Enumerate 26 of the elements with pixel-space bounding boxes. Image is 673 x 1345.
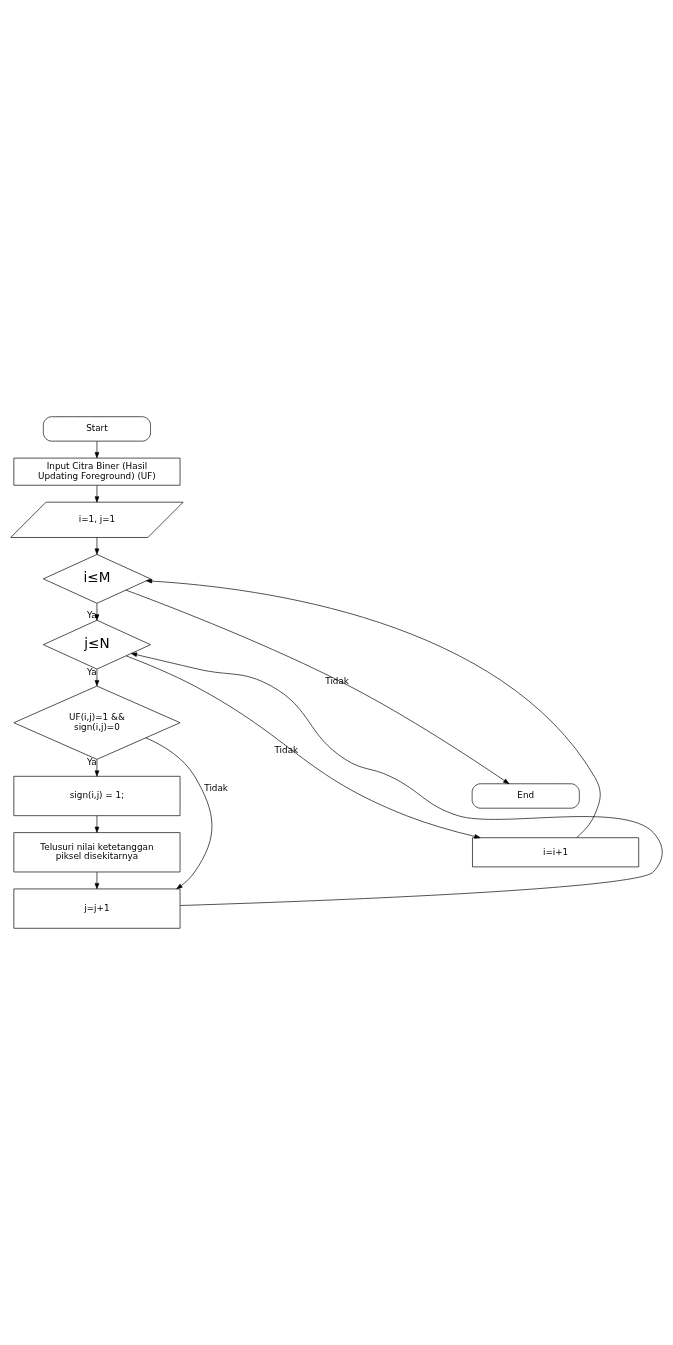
arrow (145, 737, 213, 890)
edge-label: Ya (87, 667, 97, 678)
node-box: Input Citra Biner (Hasil Updating Foreground) (UF) (13, 457, 181, 486)
edge-label: Ya (87, 757, 97, 768)
node-box: Start (43, 416, 151, 442)
node-box: Telusuri nilai ketetanggan piksel disekitarnya (13, 832, 181, 873)
node-box: i=i+1 (472, 837, 640, 868)
arrow (94, 871, 100, 890)
arrow (94, 603, 100, 621)
arrow (125, 589, 510, 785)
edge-label: Tidak (274, 744, 299, 755)
node-box: j=j+1 (13, 888, 181, 929)
arrow (94, 485, 100, 503)
edge-label: Tidak (325, 675, 349, 686)
arrow (94, 668, 100, 687)
arrow (94, 815, 100, 833)
node-box: sign(i,j) = 1; (13, 775, 181, 816)
arrow (125, 655, 481, 839)
arrow (94, 759, 100, 777)
arrow (94, 441, 100, 459)
node-box: End (471, 783, 580, 809)
edge-label: Tidak (204, 783, 228, 794)
arrow (146, 578, 601, 838)
arrow (94, 537, 100, 555)
edge-label: Ya (87, 610, 97, 621)
arrow (131, 652, 663, 906)
